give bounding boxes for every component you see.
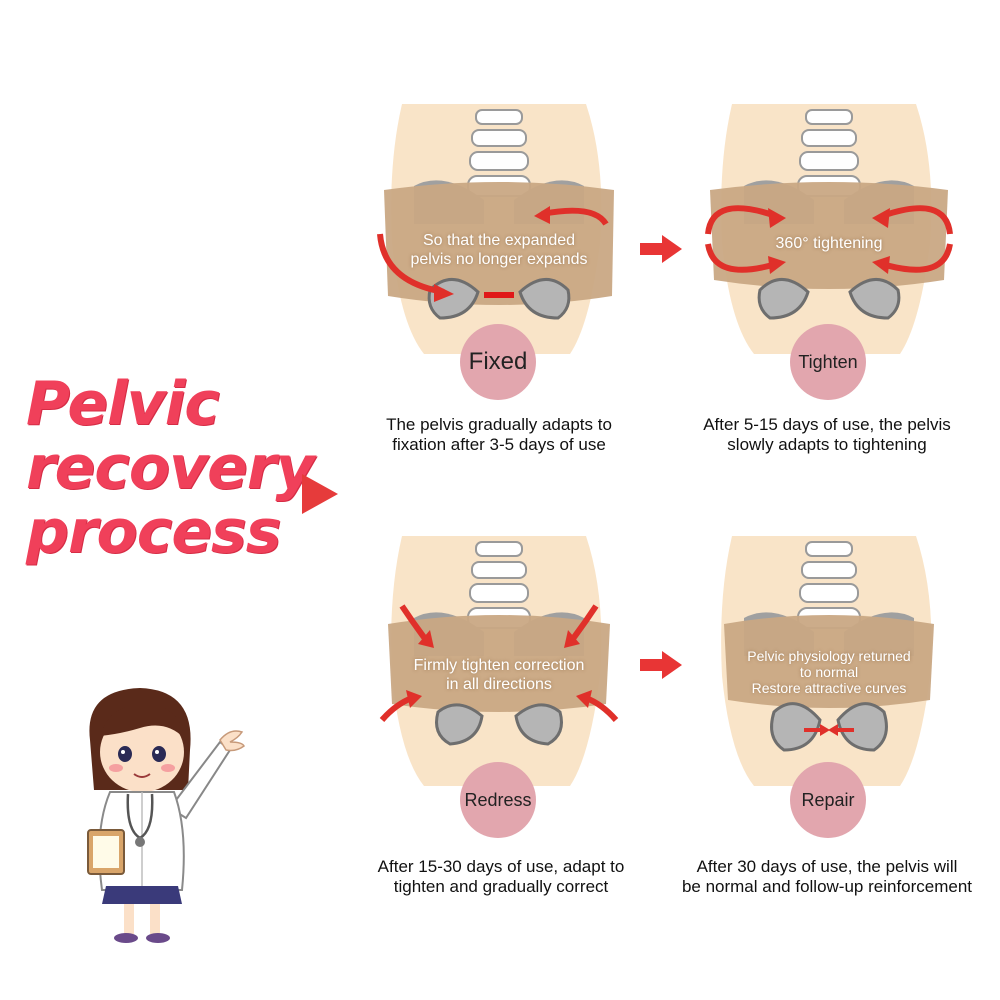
step-badge: Fixed — [460, 324, 536, 400]
pelvis-illustration — [721, 536, 934, 786]
headline-line-1: Pelvic — [26, 369, 220, 439]
panel-tighten: 360° tightening Tighten — [704, 104, 954, 400]
panel-text: So that the expanded pelvis no longer ex… — [410, 232, 588, 268]
panel-redress: Firmly tighten correction in all directi… — [374, 536, 624, 838]
step-badge: Repair — [790, 762, 866, 838]
caption-fixed: The pelvis gradually adapts to fixation … — [386, 415, 612, 454]
doctor-cartoon-icon — [87, 688, 245, 943]
pelvis-illustration — [705, 104, 953, 354]
pointer-triangle-icon — [302, 474, 338, 514]
headline: Pelvic recovery process — [26, 369, 315, 567]
panel-text: Pelvic physiology returned to normal Res… — [747, 648, 911, 696]
panel-text: 360° tightening — [775, 235, 883, 252]
caption-tighten: After 5-15 days of use, the pelvis slowl… — [703, 415, 951, 454]
next-step-arrow-icon — [640, 651, 682, 679]
pelvis-illustration — [377, 104, 614, 354]
step-badge: Tighten — [790, 324, 866, 400]
panel-text: Firmly tighten correction in all directi… — [413, 657, 585, 693]
pelvis-illustration — [379, 536, 619, 786]
headline-line-3: process — [26, 497, 281, 567]
step-badge: Redress — [460, 762, 536, 838]
caption-repair: After 30 days of use, the pelvis will be… — [681, 857, 973, 896]
headline-line-2: recovery — [26, 433, 315, 503]
caption-redress: After 15-30 days of use, adapt to tighte… — [377, 857, 625, 896]
panel-repair: Pelvic physiology returned to normal Res… — [704, 536, 954, 838]
next-step-arrow-icon — [640, 235, 682, 263]
panel-fixed: So that the expanded pelvis no longer ex… — [374, 104, 624, 400]
